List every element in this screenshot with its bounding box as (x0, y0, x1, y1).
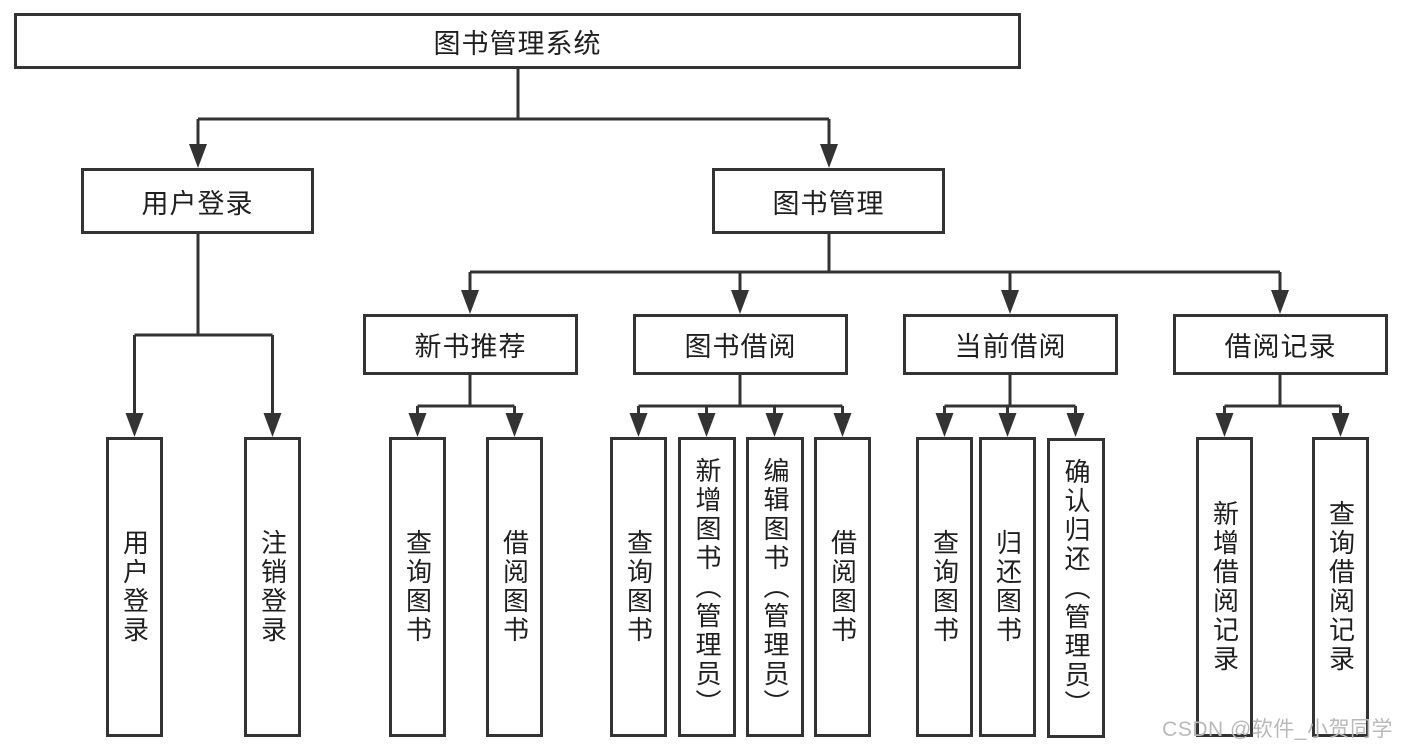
csdn-watermark: CSDN @软件_小贺同学 (1162, 718, 1393, 741)
arrow-down-icon (1215, 413, 1234, 437)
arrow-down-icon (820, 144, 838, 168)
node-new-book-recommend: 新书推荐 (363, 314, 578, 375)
node-book-borrow: 图书借阅 (633, 314, 848, 375)
arrow-down-icon (697, 413, 716, 437)
node-user-login: 用户登录 (81, 168, 314, 234)
node-leaf-query-books-borrow: 查询图书 (610, 437, 667, 737)
node-leaf-query-books-recommend: 查询图书 (389, 437, 446, 737)
node-book-management: 图书管理 (712, 168, 945, 234)
arrow-down-icon (1271, 290, 1289, 314)
node-user-login-label: 用户登录 (141, 188, 254, 219)
node-borrow-records: 借阅记录 (1173, 314, 1388, 375)
arrow-down-icon (1331, 413, 1350, 437)
node-leaf-borrow-books-recommend: 借阅图书 (486, 437, 543, 737)
arrow-down-icon (505, 413, 524, 437)
node-book-management-label: 图书管理 (772, 188, 885, 219)
arrow-down-icon (408, 413, 427, 437)
node-root: 图书管理系统 (14, 13, 1021, 69)
node-new-book-recommend-label: 新书推荐 (414, 332, 527, 362)
node-leaf-return-books: 归还图书 (979, 437, 1036, 737)
node-borrow-records-label: 借阅记录 (1224, 332, 1337, 362)
arrow-down-icon (1066, 413, 1085, 437)
node-leaf-add-borrow-record: 新增借阅记录 (1196, 437, 1253, 737)
node-leaf-logout: 注销登录 (244, 437, 301, 737)
arrow-down-icon (833, 413, 852, 437)
arrow-down-icon (935, 413, 954, 437)
arrow-down-icon (461, 290, 479, 314)
node-leaf-query-borrow-record: 查询借阅记录 (1312, 437, 1369, 737)
arrow-down-icon (765, 413, 784, 437)
node-root-label: 图书管理系统 (433, 28, 602, 59)
arrow-down-icon (629, 413, 648, 437)
arrow-down-icon (1001, 290, 1019, 314)
arrow-down-icon (998, 413, 1017, 437)
arrow-down-icon (263, 413, 282, 437)
node-leaf-edit-books-admin: 编辑图书（管理员） (746, 437, 804, 737)
arrow-down-icon (731, 290, 749, 314)
arrow-down-icon (125, 413, 144, 437)
node-leaf-borrow-books: 借阅图书 (814, 437, 871, 737)
arrow-down-icon (189, 144, 207, 168)
node-book-borrow-label: 图书借阅 (684, 332, 797, 362)
node-leaf-confirm-return-admin: 确认归还（管理员） (1047, 438, 1105, 738)
node-current-borrow: 当前借阅 (903, 314, 1118, 375)
node-leaf-user-login: 用户登录 (106, 437, 163, 737)
node-leaf-query-books-current: 查询图书 (916, 437, 973, 737)
node-leaf-add-books-admin: 新增图书（管理员） (678, 437, 736, 737)
node-current-borrow-label: 当前借阅 (954, 332, 1067, 362)
